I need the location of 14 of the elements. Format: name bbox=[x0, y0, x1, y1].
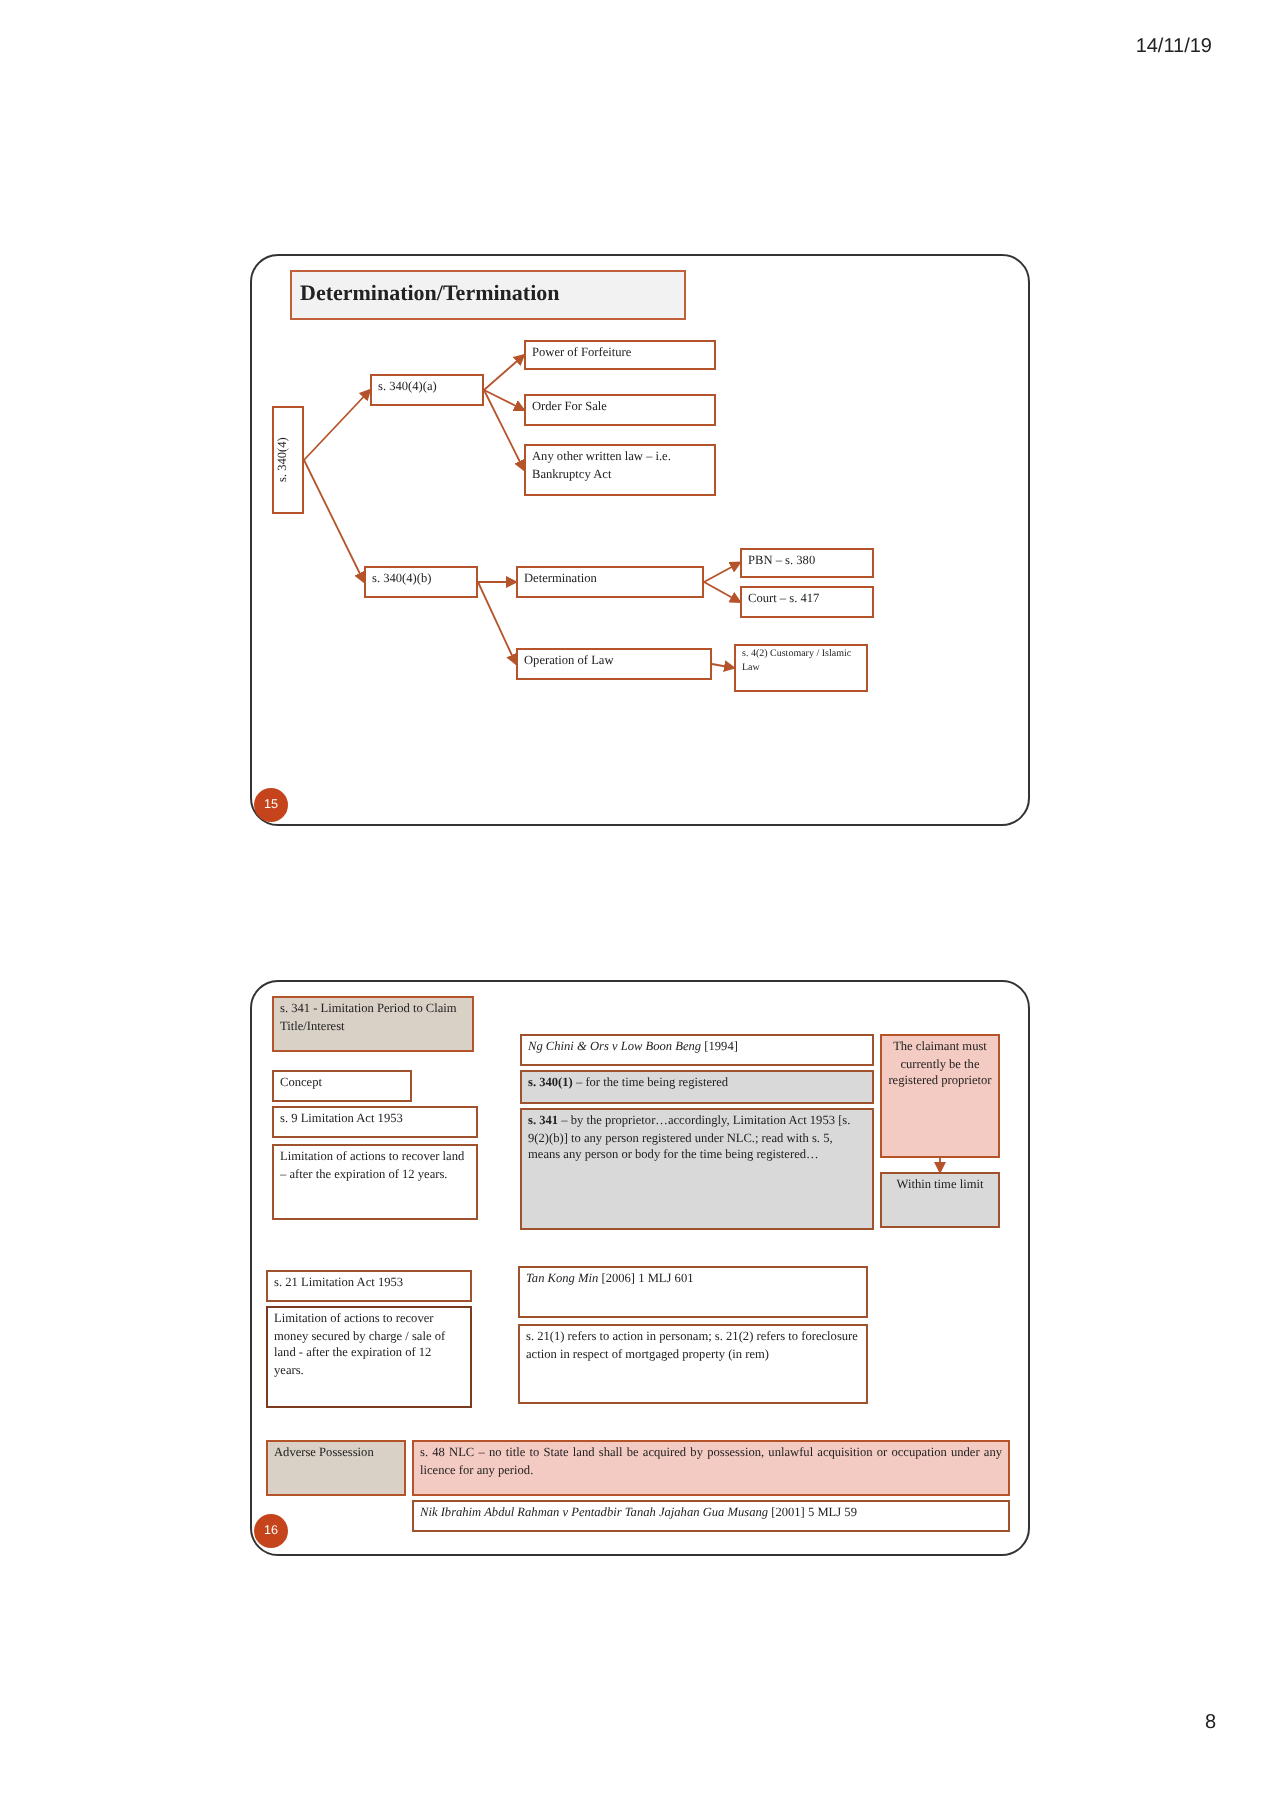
page-date: 14/11/19 bbox=[1135, 36, 1212, 58]
arrow bbox=[483, 389, 526, 411]
arrow bbox=[303, 459, 365, 584]
arrow bbox=[703, 561, 742, 583]
arrow bbox=[483, 389, 525, 472]
arrow bbox=[711, 660, 736, 673]
page-number: 8 bbox=[1204, 1712, 1216, 1734]
arrow bbox=[483, 353, 526, 391]
arrow bbox=[303, 388, 372, 461]
slide-title: Determination/Termination bbox=[290, 270, 686, 320]
arrow bbox=[477, 581, 518, 666]
arrow bbox=[934, 1157, 946, 1174]
arrow bbox=[703, 581, 742, 603]
arrow bbox=[477, 576, 518, 588]
